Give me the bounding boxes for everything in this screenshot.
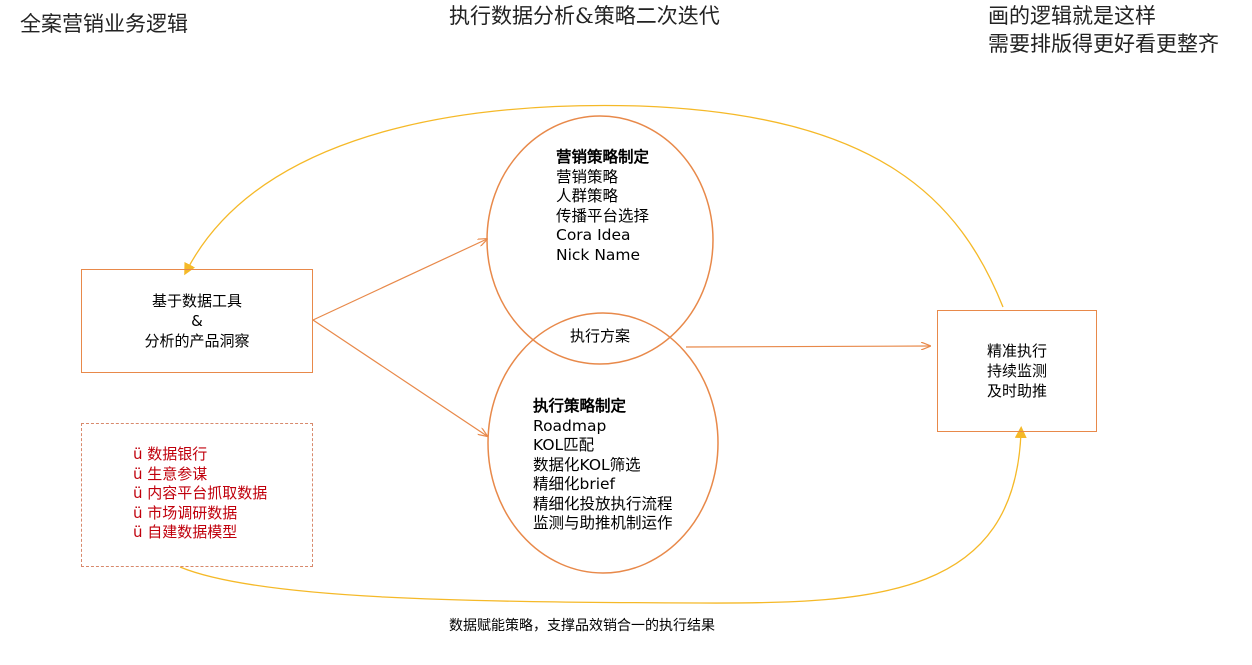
marketing-item: 传播平台选择 [556, 206, 650, 225]
data-source-item: ü 市场调研数据 [133, 503, 238, 522]
execution-item: KOL匹配 [533, 436, 595, 454]
insight-line-2: & [191, 312, 203, 330]
data-sources-box [81, 423, 313, 567]
data-sources-list: ü 数据银行 ü 生意参谋 ü 内容平台抓取数据 ü 市场调研数据 ü 自建数据… [133, 445, 267, 543]
marketing-strategy-title: 营销策略制定 [556, 148, 650, 166]
marketing-item: 营销策略 [556, 167, 619, 186]
execution-item: 数据化KOL筛选 [533, 455, 641, 474]
execution-strategy-circle [487, 312, 719, 574]
bottom-caption: 数据赋能策略，支撑品效销合一的执行结果 [449, 618, 715, 634]
page-title: 全案营销业务逻辑 [20, 12, 188, 36]
arrow-to-marketing-circle [312, 239, 487, 321]
arrow-to-execution-box [685, 346, 930, 347]
data-source-item: ü 自建数据模型 [133, 523, 238, 541]
empowerment-curve-bottom [179, 426, 1027, 604]
execution-strategy-title: 执行策略制定 [533, 397, 627, 415]
execution-box-line-2: 持续监测 [986, 362, 1047, 380]
note-line-2: 需要排版得更好看更整齐 [988, 32, 1219, 56]
note-line-1: 画的逻辑就是这样 [988, 4, 1156, 28]
marketing-strategy-text: 营销策略制定 营销策略 人群策略 传播平台选择 Cora Idea Nick N… [556, 148, 649, 265]
precise-execution-box: 精准执行 持续监测 及时助推 [937, 310, 1097, 432]
feedback-curve-top [184, 104, 1004, 308]
execution-item: 精细化投放执行流程 [533, 494, 673, 513]
data-source-item: ü 数据银行 [133, 445, 208, 463]
execution-item: Roadmap [533, 416, 607, 435]
execution-box-line-3: 及时助推 [986, 382, 1047, 400]
insight-line-1: 基于数据工具 [151, 292, 242, 310]
insight-line-3: 分析的产品洞察 [144, 332, 250, 350]
execution-box-line-1: 精准执行 [986, 342, 1047, 360]
arrow-to-execution-circle [312, 319, 487, 436]
data-source-item: ü 生意参谋 [133, 464, 208, 483]
marketing-item: Cora Idea [556, 226, 631, 244]
marketing-item: 人群策略 [556, 187, 619, 205]
execution-plan-label: 执行方案 [570, 327, 631, 345]
center-heading: 执行数据分析&策略二次迭代 [449, 4, 720, 28]
product-insight-box: 基于数据工具 & 分析的产品洞察 [81, 269, 313, 373]
execution-item: 监测与助推机制运作 [533, 514, 673, 532]
execution-item: 精细化brief [533, 475, 616, 493]
execution-strategy-text: 执行策略制定 Roadmap KOL匹配 数据化KOL筛选 精细化brief 精… [533, 397, 673, 534]
marketing-item: Nick Name [556, 245, 641, 264]
data-source-item: ü 内容平台抓取数据 [133, 484, 268, 502]
